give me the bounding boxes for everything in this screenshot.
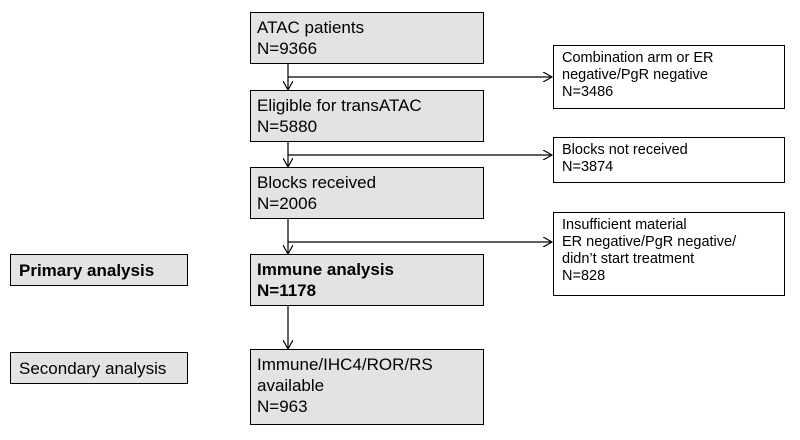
exclusion-count: N=3486 (562, 84, 614, 100)
box-subtitle: available (257, 376, 325, 395)
exclusion-reason: ER negative/PgR negative/ (562, 234, 737, 250)
box-count: N=2006 (257, 194, 318, 213)
eligible-transatac-box: Eligible for transATAC N=5880 (250, 90, 484, 142)
exclusion-reason: Blocks not received (562, 142, 688, 158)
immune-ihc4-ror-rs-box: Immune/IHC4/ROR/RS available N=963 (250, 349, 484, 425)
secondary-analysis-label: Secondary analysis (10, 352, 188, 384)
exclusion-box-blocks-not-received: Blocks not received N=3874 (553, 137, 785, 183)
exclusion-count: N=3874 (562, 159, 614, 175)
immune-analysis-box: Immune analysis N=1178 (250, 254, 484, 306)
exclusion-box-insufficient-material: Insufficient material ER negative/PgR ne… (553, 212, 785, 296)
box-title: Blocks received (257, 173, 377, 192)
box-title: Eligible for transATAC (257, 96, 422, 115)
box-title: ATAC patients (257, 18, 365, 37)
exclusion-reason: Insufficient material (562, 217, 687, 233)
exclusion-reason: didn’t start treatment (562, 251, 695, 267)
atac-patients-box: ATAC patients N=9366 (250, 12, 484, 64)
box-count: N=963 (257, 397, 308, 416)
box-count: N=5880 (257, 117, 318, 136)
primary-analysis-text: Primary analysis (19, 260, 155, 280)
exclusion-count: N=828 (562, 268, 606, 284)
exclusion-box-combination-arm: Combination arm or ER negative/PgR negat… (553, 45, 785, 109)
blocks-received-box: Blocks received N=2006 (250, 167, 484, 219)
exclusion-reason: negative/PgR negative (562, 67, 708, 83)
exclusion-reason: Combination arm or ER (562, 50, 714, 66)
primary-analysis-label: Primary analysis (10, 254, 188, 286)
box-title: Immune/IHC4/ROR/RS (257, 355, 433, 374)
box-count: N=1178 (257, 281, 317, 300)
box-count: N=9366 (257, 39, 318, 58)
box-title: Immune analysis (257, 260, 395, 279)
secondary-analysis-text: Secondary analysis (19, 358, 167, 378)
